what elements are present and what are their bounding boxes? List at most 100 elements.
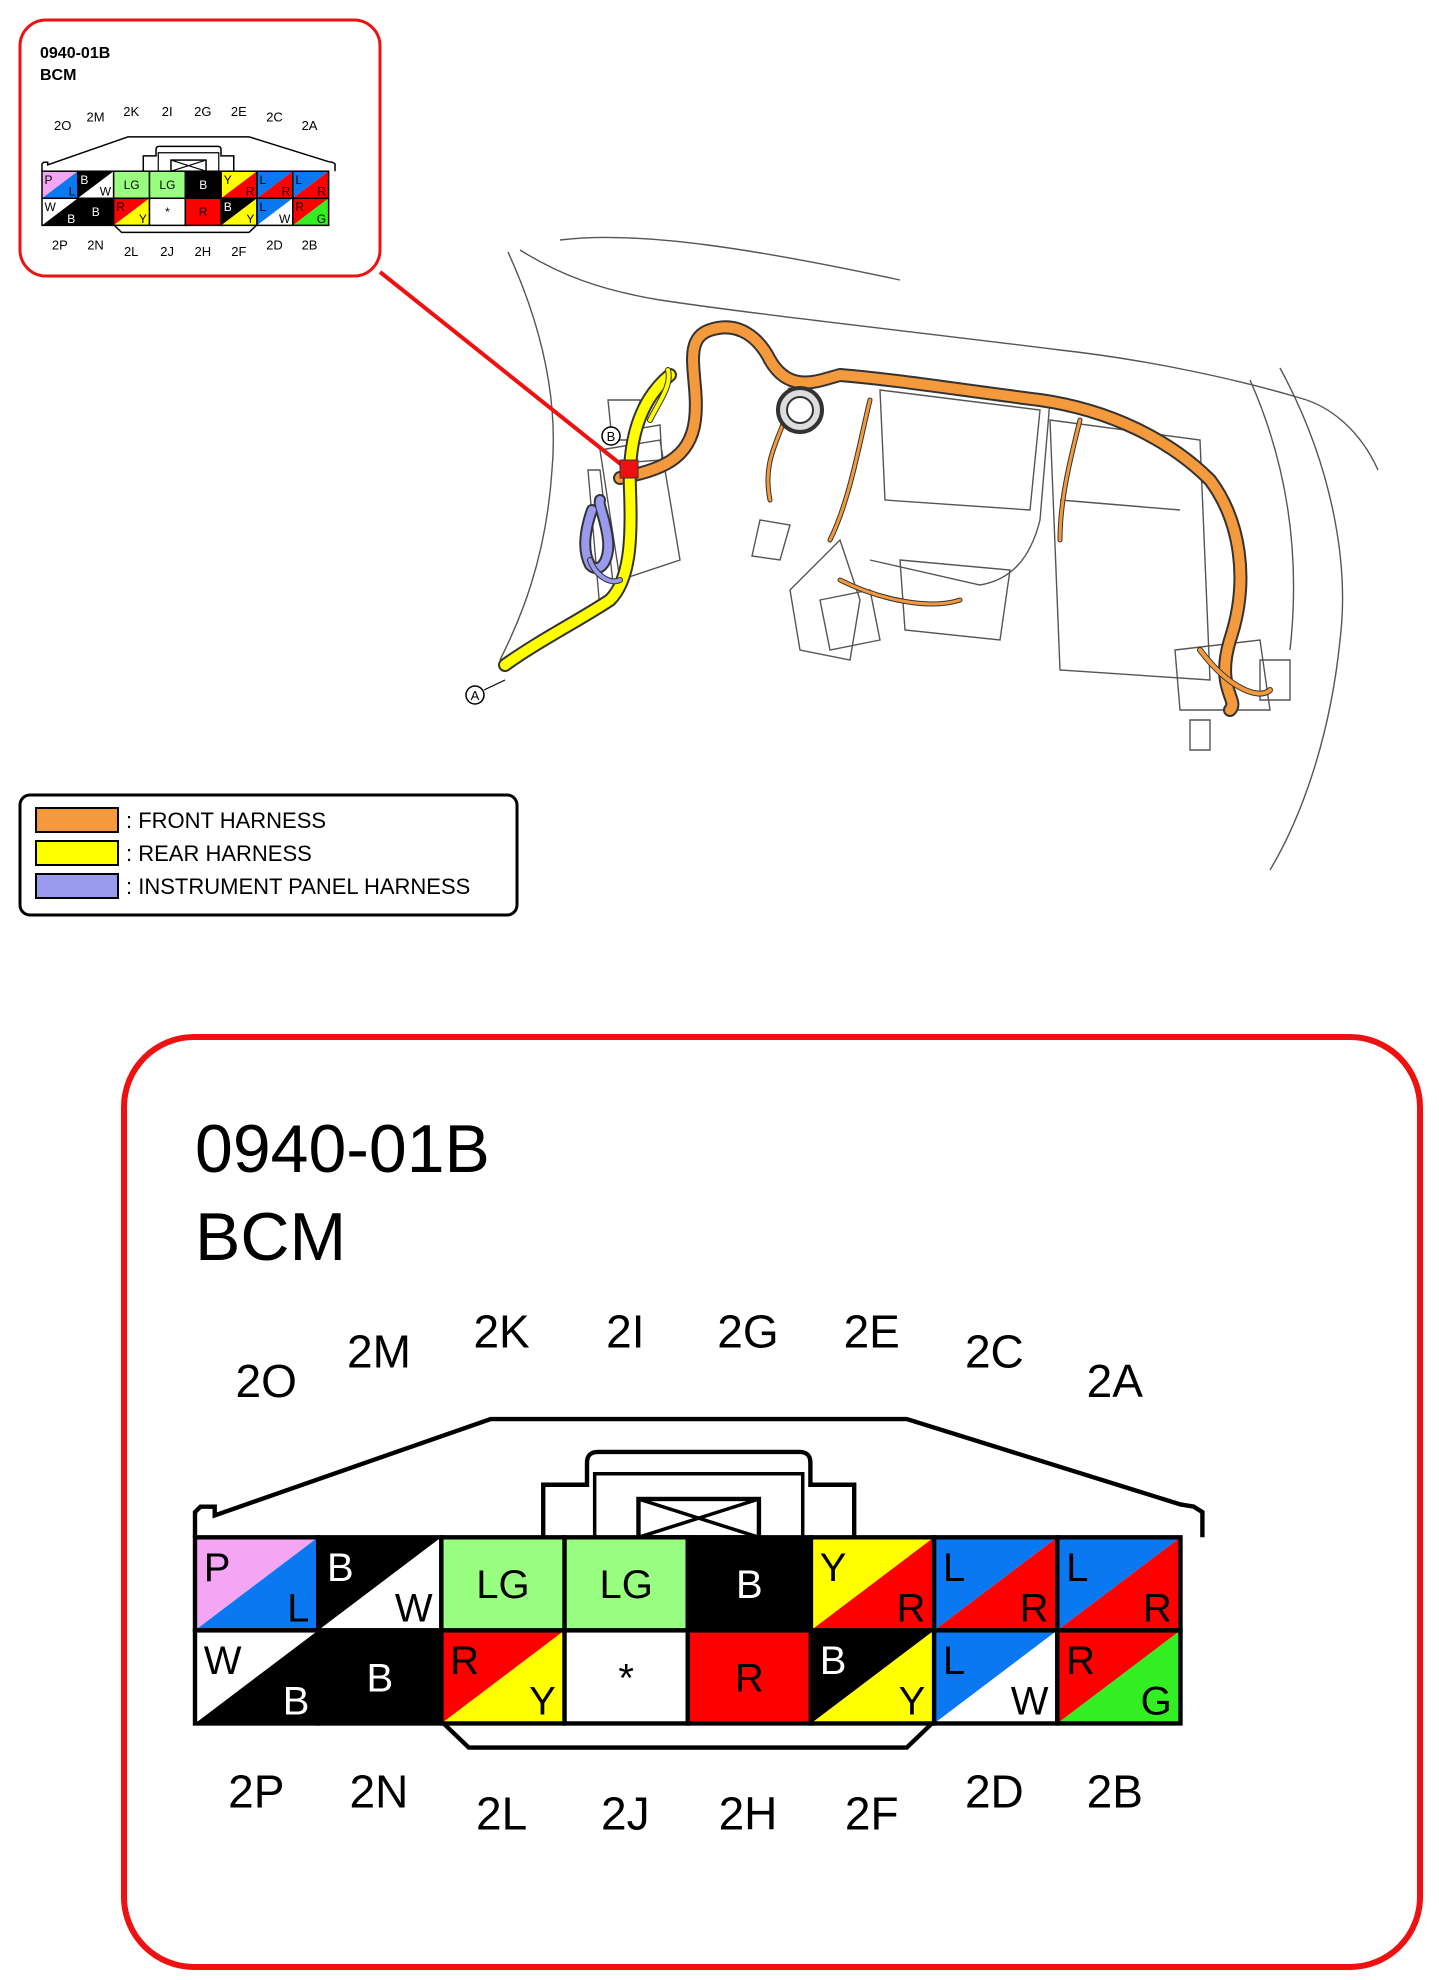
pin-2A-color-b xyxy=(1057,1537,1181,1631)
pin-2M-code-b: W xyxy=(395,1587,433,1631)
pin-2H-code: R xyxy=(199,205,208,219)
pin-2J: * xyxy=(148,197,187,227)
pin-2C-color-a xyxy=(256,171,293,199)
pin-2I-code: LG xyxy=(159,178,175,192)
small-connector-name: BCM xyxy=(40,67,76,84)
pin-label-2C: 2C xyxy=(965,1325,1024,1377)
pin-2F-code-a: B xyxy=(820,1639,847,1683)
pin-2P-code-b: B xyxy=(67,212,75,226)
pin-2F-code-b: Y xyxy=(899,1680,926,1724)
pin-2I-color xyxy=(149,171,186,199)
harness-routing xyxy=(498,320,1273,717)
pin-2E-code-a: Y xyxy=(224,173,232,187)
pin-2C: LR xyxy=(931,1535,1060,1633)
pin-2C: LR xyxy=(256,170,294,200)
small-connector-code: 0940-01B xyxy=(40,45,110,62)
pin-label-2P: 2P xyxy=(52,238,68,253)
pin-label-2J: 2J xyxy=(160,244,174,259)
pin-2E: YR xyxy=(220,170,258,200)
marker-b-label: B xyxy=(607,429,616,444)
harness-legend: : FRONT HARNESS : REAR HARNESS : INSTRUM… xyxy=(18,793,519,917)
pin-label-2C: 2C xyxy=(266,110,283,125)
pin-2K: LG xyxy=(439,1535,567,1633)
pin-2C-color-b xyxy=(934,1537,1058,1631)
pin-2C-code-b: R xyxy=(282,185,291,199)
marker-a: A xyxy=(465,679,506,705)
pin-2P-color-a xyxy=(42,198,78,226)
pin-2H: R xyxy=(685,1628,814,1726)
pin-2L: RY xyxy=(112,197,151,227)
pin-2L-code-b: Y xyxy=(139,212,147,226)
pin-2D-color-b xyxy=(256,198,293,226)
pin-label-2P: 2P xyxy=(228,1765,284,1817)
legend-swatch-front xyxy=(35,807,119,833)
pin-2D-code-a: L xyxy=(943,1639,965,1683)
pin-2N-color xyxy=(77,198,114,226)
large-connector-code: 0940-01B xyxy=(195,1111,490,1187)
pin-2E-code-a: Y xyxy=(820,1546,847,1590)
pin-2P-code-a: W xyxy=(204,1639,242,1683)
pin-2C-code-b: R xyxy=(1020,1587,1049,1631)
pin-2P: WB xyxy=(41,197,79,227)
pin-label-2B: 2B xyxy=(302,238,318,253)
pin-2O-code-a: P xyxy=(204,1546,231,1590)
pin-2F-code-a: B xyxy=(224,200,232,214)
pin-label-2I: 2I xyxy=(162,104,173,119)
pin-2M: BW xyxy=(315,1535,444,1633)
connector-housing-bottom xyxy=(442,1721,934,1750)
pin-label-2K: 2K xyxy=(123,104,139,119)
connector-latch xyxy=(142,145,235,172)
pin-label-2B: 2B xyxy=(1087,1765,1143,1817)
pin-2J-code: * xyxy=(618,1656,634,1700)
pin-2B-color-b xyxy=(1057,1630,1181,1724)
connector-housing-top xyxy=(41,136,336,172)
pin-2K-color xyxy=(441,1537,565,1631)
pin-label-2K: 2K xyxy=(473,1306,530,1358)
pin-2D-color-b xyxy=(934,1630,1058,1724)
pin-2P-code-a: W xyxy=(45,200,57,214)
pin-2L-color-b xyxy=(441,1630,565,1724)
pin-2F: BY xyxy=(808,1628,937,1726)
pin-2G-color xyxy=(687,1537,811,1631)
pin-label-2G: 2G xyxy=(194,104,211,119)
connector-housing-top xyxy=(192,1416,1205,1538)
pin-2K-code: LG xyxy=(124,178,140,192)
pin-2B-code-a: R xyxy=(295,200,304,214)
pin-2F-code-b: Y xyxy=(246,212,254,226)
pin-2H-code: R xyxy=(735,1656,764,1700)
large-connector-name: BCM xyxy=(195,1199,346,1275)
pin-2L: RY xyxy=(439,1628,567,1726)
pin-2M-code-a: B xyxy=(80,173,88,187)
marker-a-label: A xyxy=(471,688,480,703)
pin-label-2I: 2I xyxy=(606,1306,644,1358)
legend-label-instrument: : INSTRUMENT PANEL HARNESS xyxy=(126,874,470,899)
pin-2P-code-b: B xyxy=(283,1680,310,1724)
pin-2B-code-b: G xyxy=(317,212,326,226)
pin-2B-color-b xyxy=(292,198,329,226)
pin-2F-color-b xyxy=(810,1630,935,1724)
pin-2D: LW xyxy=(256,197,294,227)
pin-2J-color xyxy=(564,1630,688,1724)
pin-2L-code-a: R xyxy=(450,1639,479,1683)
pin-2O: PL xyxy=(192,1535,321,1633)
pin-2E-code-b: R xyxy=(896,1587,925,1631)
pin-2L-color-a xyxy=(113,198,150,226)
connector-lock-cross-b xyxy=(170,159,207,172)
pin-2P-color-b xyxy=(195,1630,319,1724)
connector-latch xyxy=(541,1449,857,1538)
pin-2B-code-b: G xyxy=(1141,1680,1172,1724)
callout-leader xyxy=(378,270,639,479)
legend-label-rear: : REAR HARNESS xyxy=(126,841,312,866)
pin-2O-code-b: L xyxy=(287,1587,309,1631)
pin-2M-code-a: B xyxy=(327,1546,354,1590)
connector-lock-cross-b xyxy=(637,1497,760,1539)
pin-label-2O: 2O xyxy=(54,118,71,133)
pin-label-2A: 2A xyxy=(1087,1355,1144,1407)
pin-2K: LG xyxy=(112,170,151,200)
pin-2N: B xyxy=(315,1628,444,1726)
instrument-panel-harness xyxy=(579,494,623,585)
pin-2A: LR xyxy=(292,170,330,200)
connector-latch-inner xyxy=(157,152,220,172)
